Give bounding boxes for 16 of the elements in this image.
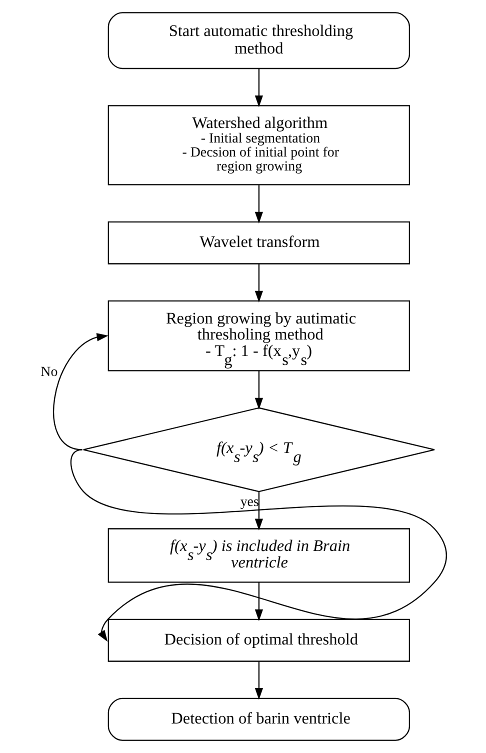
node-box: Decision of optimal threshold — [107, 618, 410, 662]
arrow — [254, 370, 263, 410]
arrow — [70, 449, 446, 642]
edge-label: No — [40, 365, 58, 380]
arrow — [254, 582, 263, 622]
node-box: Watershed algorithm - Initial segmentation - Decsion of initial point for region growing — [107, 105, 410, 186]
node-box: Start automatic thresholding method — [107, 12, 410, 70]
arrow — [254, 662, 263, 700]
arrow — [254, 68, 263, 108]
arrow — [52, 333, 108, 450]
node-box: Detection of barin ventricle — [107, 698, 410, 741]
arrow — [254, 492, 263, 530]
arrow — [254, 185, 263, 224]
edge-label: yes — [240, 495, 258, 510]
node-box: Wavelet transform — [107, 221, 410, 264]
arrow — [254, 264, 263, 302]
